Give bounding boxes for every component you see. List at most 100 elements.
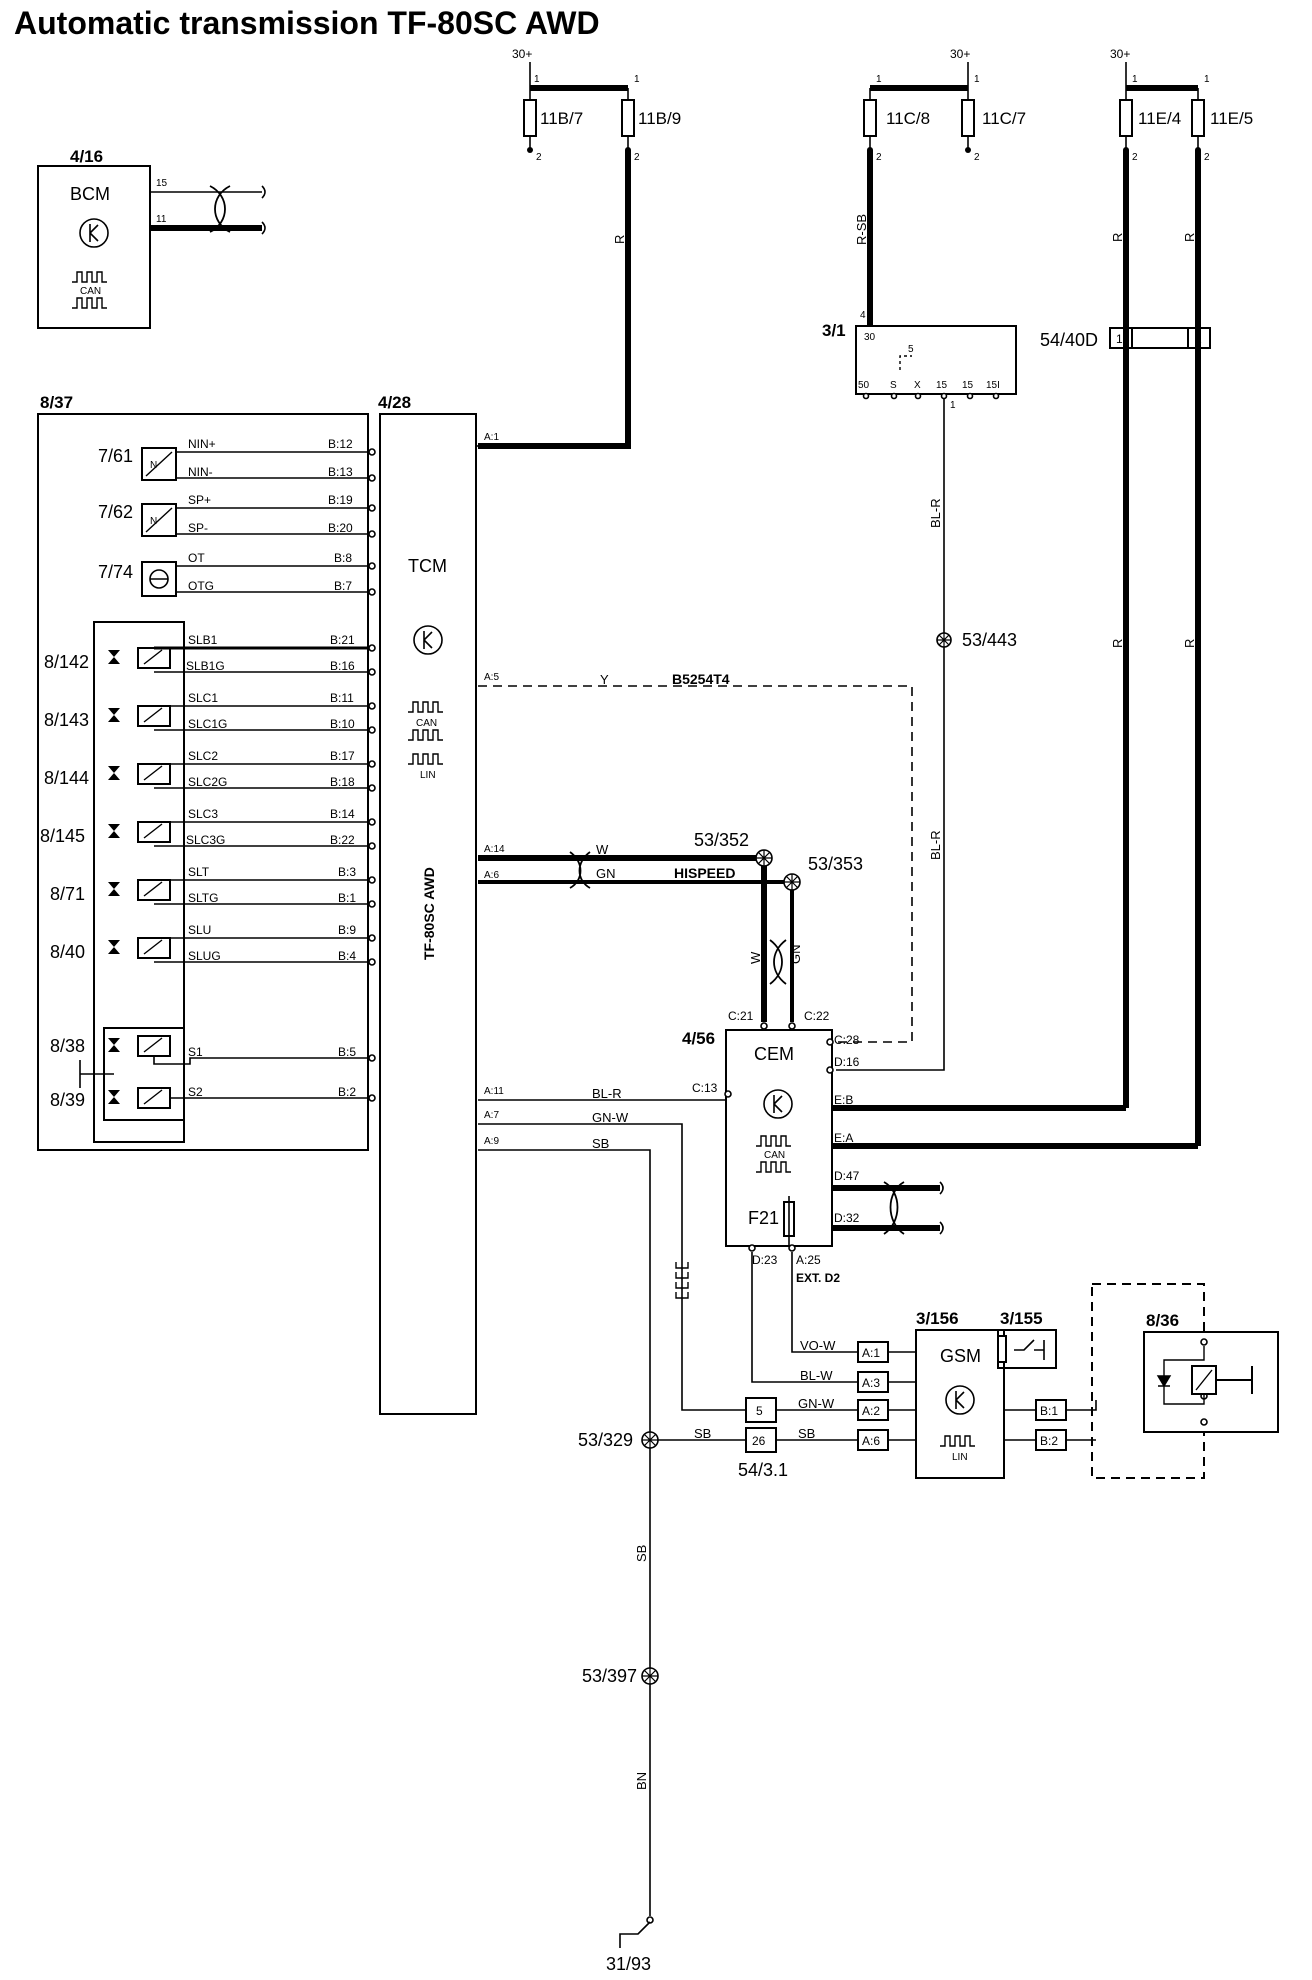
- fuse-label: 11E/5: [1210, 109, 1253, 128]
- signal-label: S1: [188, 1045, 203, 1059]
- signal-label: SLC3G: [186, 833, 225, 847]
- module-name: TCM: [408, 556, 447, 576]
- module-name: GSM: [940, 1346, 981, 1366]
- wire-color-label: GN: [596, 866, 616, 881]
- pin-label: B:12: [328, 437, 353, 451]
- supply-label: 30+: [1110, 47, 1130, 61]
- gsm-pin: A:2: [862, 1404, 880, 1418]
- solenoid-8-144: 8/144 SLC2 SLC2G B:17 B:18: [44, 749, 372, 789]
- cem-pin: C:13: [692, 1081, 718, 1095]
- tcm-pin: A:7: [484, 1110, 499, 1121]
- terminal-label: 30: [864, 332, 876, 343]
- cem-pin: D:16: [834, 1055, 860, 1069]
- pin-label: B:11: [330, 691, 354, 705]
- tcm-pin: A:11: [484, 1086, 504, 1097]
- pin-label: B:8: [334, 551, 352, 565]
- fuse-11c-7: 1 2 11C/7: [961, 74, 1026, 163]
- svg-text:N: N: [150, 516, 157, 527]
- pin-label: B:3: [338, 865, 356, 879]
- signal-label: SLUG: [188, 949, 221, 963]
- fuse-pin: 2: [634, 152, 640, 163]
- valve-body-pins: [368, 448, 376, 1102]
- connector-id: 54/3.1: [738, 1460, 788, 1480]
- module-id: 3/155: [1000, 1309, 1043, 1328]
- sensor-7-62: 7/62 N SP+ SP- B:19 B:20: [98, 493, 372, 537]
- terminal-label: X: [914, 380, 921, 391]
- shift-solenoids: 8/38 S1 B:5 8/39 S2 B:2: [50, 1027, 372, 1121]
- splice-label: 53/397: [582, 1666, 637, 1686]
- solenoid-id: 8/39: [50, 1090, 85, 1110]
- signal-label: SLC1: [188, 691, 218, 705]
- can-label: CAN: [764, 1150, 785, 1161]
- ground-31-93: 31/93: [606, 1916, 654, 1974]
- connector-id: 54/40D: [1040, 330, 1098, 350]
- lin-bus-icon: [675, 1262, 689, 1299]
- sensor-id: 7/62: [98, 502, 133, 522]
- tcm-module: 4/28 TCM CAN LIN TF-80SC AWD A:1 A:5 A:1…: [378, 393, 505, 1415]
- pin-label: B:22: [330, 833, 355, 847]
- wire-color-label: BL-W: [800, 1368, 833, 1383]
- fuse-label: 11B/9: [638, 109, 681, 128]
- signal-label: SP-: [188, 521, 208, 535]
- sensor-id: 7/74: [98, 562, 133, 582]
- solenoid-8-40: 8/40 SLU SLUG B:9 B:4: [50, 923, 372, 963]
- sensor-id: 7/61: [98, 446, 133, 466]
- twisted-pair-icon: [569, 851, 591, 889]
- can-label: CAN: [416, 718, 437, 729]
- tcm-pin: A:5: [484, 672, 499, 683]
- module-id: 3/156: [916, 1309, 959, 1328]
- cem-pin: C:22: [804, 1009, 830, 1023]
- valve-body: 8/37: [37, 393, 369, 1151]
- cem-module: 4/56 CEM CAN F21 C:21 C:22 C:28 D:16 C:1…: [682, 1009, 860, 1285]
- lin-bus-icon: [408, 753, 443, 765]
- wire-color-label: GN: [788, 945, 803, 965]
- signal-label: SLC3: [188, 807, 218, 821]
- wire-color-label: VO-W: [800, 1338, 836, 1353]
- tcm-pin: A:1: [484, 432, 499, 443]
- wire-color-label: R: [1182, 233, 1197, 242]
- tcm-model: TF-80SC AWD: [421, 867, 437, 960]
- connector-pin: 5: [756, 1404, 763, 1418]
- signal-label: SLU: [188, 923, 211, 937]
- wire-color-label: BL-R: [928, 830, 943, 860]
- pin-label: B:21: [330, 633, 355, 647]
- fuse-11b-7: 30+ 1 2 11B/7: [512, 47, 583, 163]
- terminal-label: 50: [858, 380, 870, 391]
- svg-text:N: N: [150, 460, 157, 471]
- fuse-pin: 1: [634, 74, 640, 85]
- fuse-pin: 1: [1204, 74, 1210, 85]
- module-id: 4/16: [70, 147, 103, 166]
- cem-pin: E:A: [834, 1131, 853, 1145]
- fuse-pin: 2: [536, 152, 542, 163]
- lin-bus-icon: [940, 1435, 975, 1447]
- fuse-label: 11B/7: [540, 109, 583, 128]
- wire-color-label: SB: [634, 1545, 649, 1562]
- module-id: 3/1: [822, 321, 846, 340]
- module-id: 8/36: [1146, 1311, 1179, 1330]
- wire-color-label: SB: [798, 1426, 815, 1441]
- shift-lock: 8/36: [1066, 1283, 1279, 1479]
- transistor-icon: [89, 224, 99, 242]
- signal-label: SP+: [188, 493, 211, 507]
- solenoid-id: 8/143: [44, 710, 89, 730]
- signal-label: NIN-: [188, 465, 213, 479]
- fuse-pin: 1: [534, 74, 540, 85]
- pin-label: B:5: [338, 1045, 356, 1059]
- engine-variant: B5254T4: [672, 671, 730, 687]
- fuse-pin: 1: [974, 74, 980, 85]
- wire-color-label: Y: [600, 672, 609, 687]
- wire-color-label: GN-W: [798, 1396, 835, 1411]
- fuse-label: 11E/4: [1138, 109, 1181, 128]
- transistor-icon: [773, 1095, 783, 1113]
- wire-color-label: GN-W: [592, 1110, 629, 1125]
- ignition-switch: 3/1 4 30 5 50 S X 15 15 15I 1: [822, 150, 1017, 411]
- module-id: 8/37: [40, 393, 73, 412]
- bcm-pin: 11: [156, 214, 167, 225]
- signal-label: SLT: [188, 865, 210, 879]
- fuse-11b-9: 1 2 11B/9: [530, 74, 681, 163]
- wire-color-label: W: [748, 951, 763, 964]
- fuse-label: 11C/7: [982, 109, 1026, 128]
- pin-label: 4: [860, 310, 866, 321]
- fuse-pin: 1: [1132, 74, 1138, 85]
- fuse-11c-8: 30+ 1 2 11C/8: [863, 47, 970, 163]
